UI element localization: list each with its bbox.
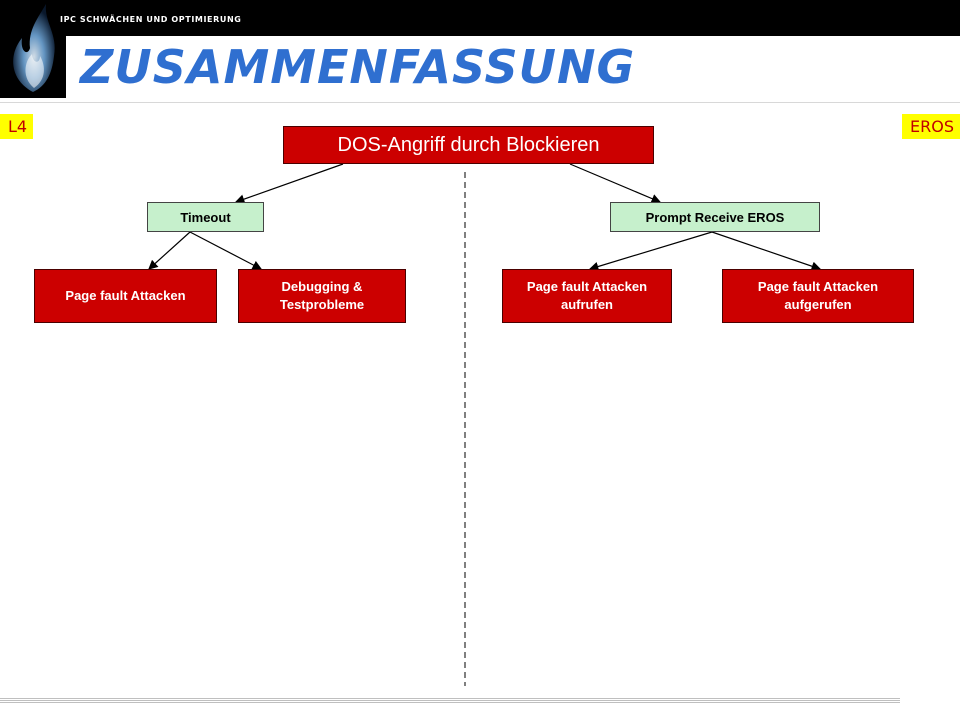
edge-prompt-child1 [588,231,713,272]
tag-right: EROS [902,114,960,139]
debugging-node: Debugging & Testprobleme [238,269,406,323]
page-title: ZUSAMMENFASSUNG [80,40,636,94]
footer-rule [0,698,900,704]
edge-prompt-child2 [711,231,822,271]
edge-timeout-child2 [189,231,263,270]
title-divider [0,102,960,103]
edge-root-timeout [234,163,344,204]
blue-flame-icon [0,0,66,98]
page-fault-aufgerufen-node: Page fault Attacken aufgerufen [722,269,914,323]
prompt-receive-node: Prompt Receive EROS [610,202,820,232]
header-bar [0,0,960,36]
timeout-node: Timeout [147,202,264,232]
root-node: DOS-Angriff durch Blockieren [283,126,654,164]
edge-root-prompt [569,163,662,204]
page-fault-aufrufen-node: Page fault Attacken aufrufen [502,269,672,323]
edge-timeout-child1 [148,231,191,270]
page-fault-attacken-node: Page fault Attacken [34,269,217,323]
tag-left: L4 [0,114,34,139]
header-subtitle: IPC SCHWÄCHEN UND OPTIMIERUNG [60,15,242,24]
